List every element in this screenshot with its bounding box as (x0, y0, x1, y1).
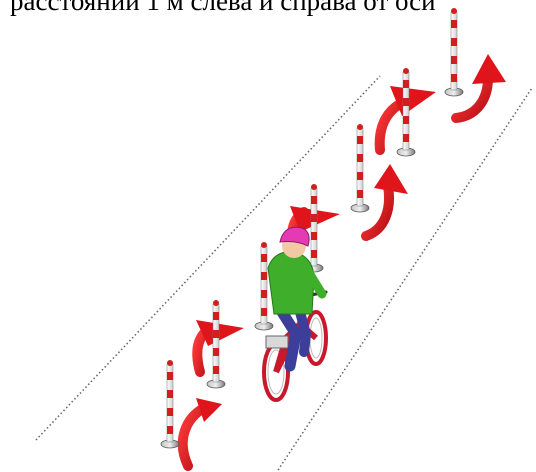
arrow-1 (183, 398, 222, 466)
arrow-2 (196, 320, 244, 372)
post-7 (445, 8, 463, 96)
arrow-4 (366, 164, 408, 236)
post-5 (351, 124, 369, 212)
post-6 (397, 68, 415, 156)
post-1 (161, 360, 179, 448)
arrow-6 (456, 54, 506, 118)
